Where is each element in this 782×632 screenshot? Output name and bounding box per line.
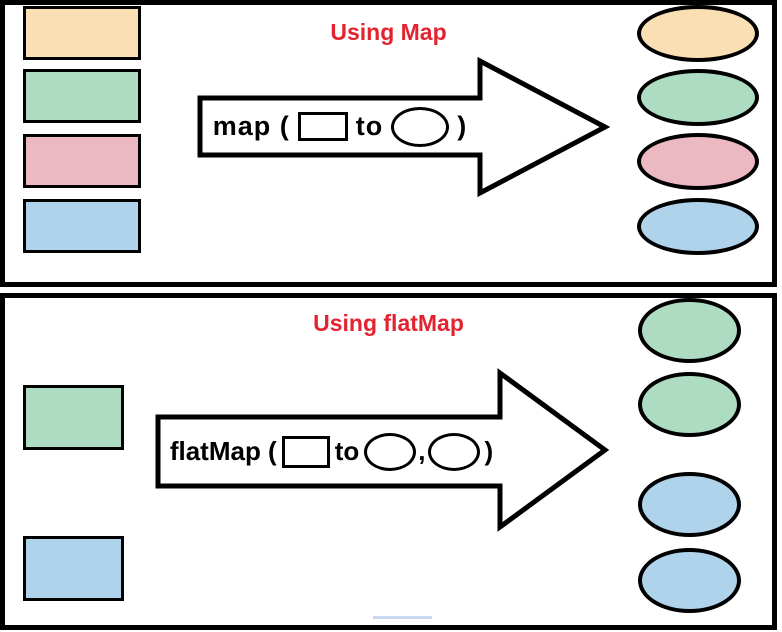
ellipse-placeholder-icon [364,432,417,471]
flatmap-function-prefix: flatMap ( [169,436,277,466]
map-arrow-label: map ( to ) [205,98,475,155]
flatmap-function-connector: to [334,436,360,466]
output-ellipse-green [638,298,741,363]
output-ellipse-blue [638,472,741,537]
square-placeholder-icon [281,435,330,468]
output-ellipse-green [638,372,741,437]
map-function-connector: to [355,111,384,141]
input-rectangle-green [23,69,141,123]
flatmap-function-suffix: ) [484,436,494,466]
output-ellipse-pink [637,133,759,190]
input-rectangle-blue [23,199,141,253]
output-ellipse-orange [637,5,759,62]
ellipse-placeholder-icon [391,106,450,147]
input-rectangle-blue [23,536,124,601]
flatmap-arrow-label: flatMap ( to , ) [163,417,500,486]
flatmap-panel-title: Using flatMap [313,310,464,336]
map-function-suffix: ) [457,111,468,141]
output-ellipse-blue [637,198,759,255]
footer-underline-decoration [373,616,432,619]
output-ellipse-blue [638,548,741,613]
map-panel-title: Using Map [330,19,447,45]
map-panel: Using Map map ( to ) [0,0,777,287]
input-rectangle-orange [23,6,141,60]
input-rectangle-pink [23,134,141,188]
input-rectangle-green [23,385,124,450]
ellipse-placeholder-icon [427,432,480,471]
map-function-prefix: map ( [212,111,290,141]
flatmap-function-comma: , [418,436,426,466]
output-ellipse-green [637,69,759,126]
flatmap-panel: Using flatMap flatMap ( to , ) [0,293,777,630]
square-placeholder-icon [297,112,348,141]
